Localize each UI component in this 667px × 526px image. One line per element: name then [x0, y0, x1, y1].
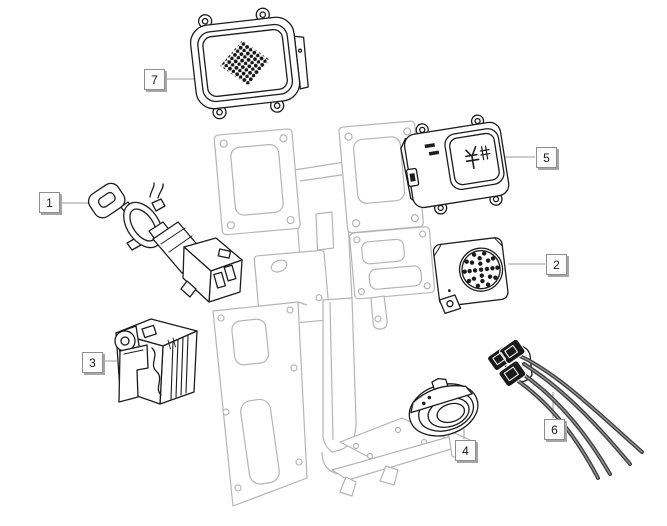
callout-5[interactable]: 5	[536, 147, 557, 168]
callout-3[interactable]: 3	[82, 352, 103, 373]
part-5-control-module-drawing	[400, 114, 510, 215]
callout-1-number: 1	[46, 195, 53, 210]
callout-6-number: 6	[551, 422, 558, 437]
callout-2[interactable]: 2	[546, 254, 567, 275]
part-6-wiring-harness-drawing	[487, 338, 644, 480]
frame-background-drawing	[212, 120, 471, 507]
callout-1[interactable]: 1	[39, 192, 60, 213]
speaker-grille-dots	[462, 251, 500, 289]
part-2-speaker-drawing	[432, 237, 509, 315]
callout-7-number: 7	[151, 72, 158, 87]
callout-5-number: 5	[543, 150, 550, 165]
part-7-cover-drawing	[189, 7, 309, 120]
grille-mesh	[220, 40, 270, 86]
callout-4-number: 4	[462, 443, 469, 458]
callout-2-number: 2	[553, 257, 560, 272]
part-1-ignition-switch-drawing	[87, 182, 243, 303]
module-marking-glyphs	[465, 145, 491, 170]
callout-6[interactable]: 6	[544, 419, 565, 440]
callout-7[interactable]: 7	[144, 69, 165, 90]
callout-3-number: 3	[89, 355, 96, 370]
part-3-relay-drawing	[114, 318, 198, 405]
callout-4[interactable]: 4	[455, 440, 476, 461]
part-4-horn-drawing	[408, 377, 479, 437]
